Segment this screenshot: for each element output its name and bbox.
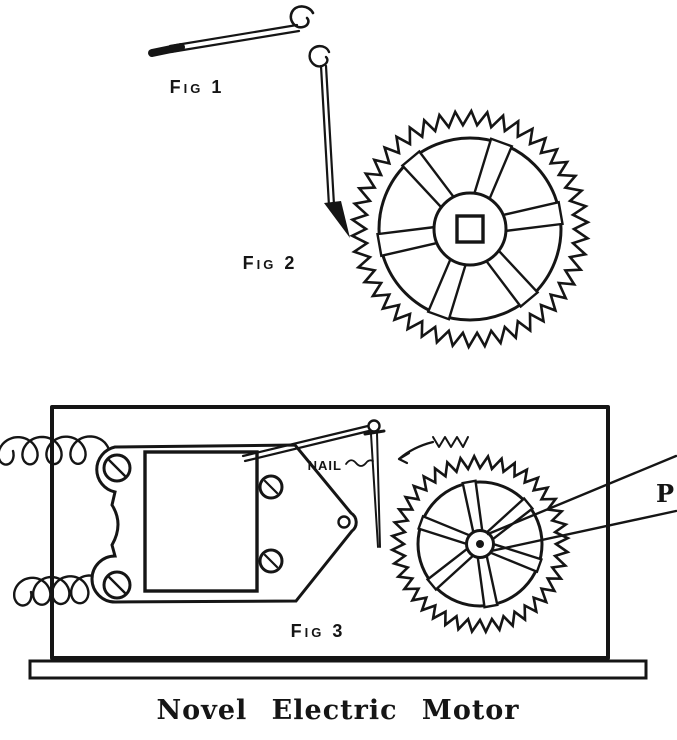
fig1-crank-lever: Fig 1 <box>148 5 315 97</box>
screw-slot <box>263 479 279 495</box>
nail-label: NAIL <box>308 458 342 473</box>
nail-head <box>363 429 386 436</box>
fig2-label: Fig 2 <box>243 253 298 273</box>
nail-shaft-edge <box>370 433 379 548</box>
coil-wire <box>13 574 109 607</box>
screw-slot <box>263 553 279 569</box>
plate-tip-hole <box>337 515 351 529</box>
pointer-line <box>489 509 677 553</box>
fig2-pawl-and-wheel: Fig 2 <box>243 44 591 350</box>
square-axle-hole <box>455 214 485 244</box>
nail-shaft-edge <box>376 432 381 548</box>
ratchet-wheel-small <box>389 453 571 635</box>
crank-rod-edge <box>169 29 301 54</box>
fig3-label: Fig 3 <box>291 621 346 641</box>
screw-slot <box>107 575 127 595</box>
pawl-rod-edge <box>324 64 336 207</box>
ratchet-wheel-large <box>349 108 591 350</box>
nail-pointer-squiggle <box>345 459 374 467</box>
armature-lever-edge <box>243 428 375 463</box>
fig1-label: Fig 1 <box>170 77 225 97</box>
pointer-line <box>486 454 677 536</box>
magnet-coil-bottom <box>13 574 109 607</box>
screw-slot <box>107 458 127 478</box>
wheel-rim <box>377 136 563 322</box>
caption: Novel Electric Motor <box>156 695 519 726</box>
hook-eye-icon <box>308 44 331 68</box>
fig3-motor-assembly: NAIL P Fig 3 <box>0 405 677 680</box>
rotation-squiggle <box>432 436 469 448</box>
rotation-arrow <box>397 440 435 465</box>
base-plank <box>28 659 648 680</box>
hook-eye-icon <box>289 5 315 29</box>
crank-rod-edge <box>168 23 299 48</box>
magnet-coil-top <box>0 435 111 466</box>
magnet-core-face <box>143 450 259 593</box>
armature-lever-edge <box>241 423 374 458</box>
axle-dot <box>476 540 484 548</box>
coil-wire <box>0 435 111 466</box>
pawl-tip <box>324 201 350 238</box>
wheel-rim <box>416 480 544 608</box>
mounting-board <box>50 405 610 660</box>
pointer-label: P <box>656 479 674 508</box>
crank-paddle-end <box>148 43 185 57</box>
pawl-rod-edge <box>319 64 331 208</box>
lever-pivot <box>367 419 381 433</box>
